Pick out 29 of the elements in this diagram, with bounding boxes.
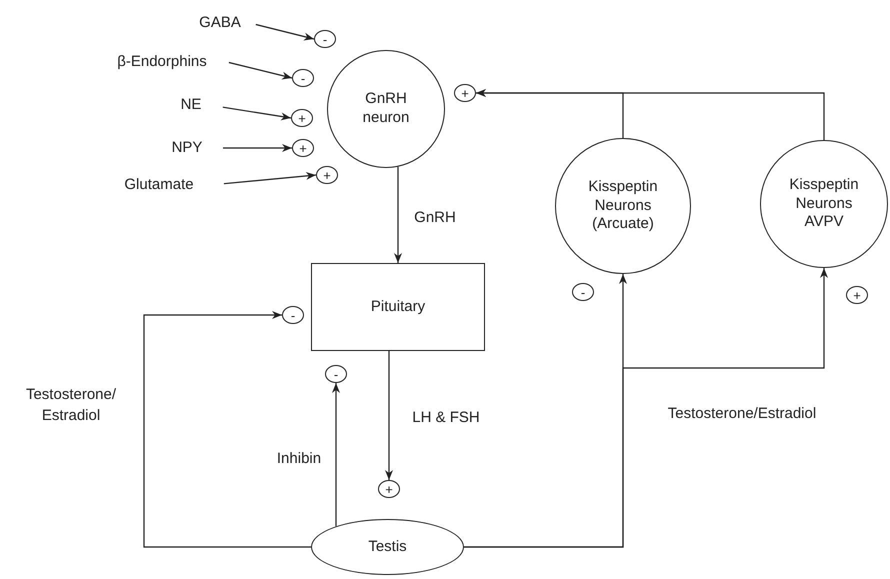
arrow [224, 172, 316, 184]
arrow [385, 351, 393, 480]
effect-sign: + [291, 109, 313, 127]
arrow [464, 268, 828, 548]
arrow [223, 144, 292, 152]
arrow [143, 311, 311, 548]
effect-sign: - [325, 365, 347, 383]
effect-sign: + [292, 139, 314, 157]
effect-sign: + [378, 480, 400, 498]
arrow [332, 383, 340, 526]
pituitary-box: Pituitary [311, 263, 485, 351]
arrow [222, 106, 292, 120]
edge-label: Testosterone/ Estradiol [24, 385, 118, 426]
edge-label: Testosterone/Estradiol [666, 404, 818, 424]
effect-sign: - [282, 306, 304, 324]
effect-sign: - [572, 283, 594, 301]
effect-sign: + [454, 84, 476, 102]
arrow [256, 24, 314, 40]
testis-ellipse: Testis [311, 519, 464, 575]
arrow [394, 166, 402, 263]
arrow [228, 62, 292, 80]
arrow [476, 89, 825, 140]
edge-label: Inhibin [276, 449, 322, 469]
effect-sign: + [846, 286, 868, 304]
edge-label: GnRH [413, 208, 457, 228]
edge-label: LH & FSH [411, 408, 481, 428]
effect-sign: - [314, 30, 336, 48]
effect-sign: - [292, 69, 314, 87]
effect-sign: + [316, 166, 338, 184]
